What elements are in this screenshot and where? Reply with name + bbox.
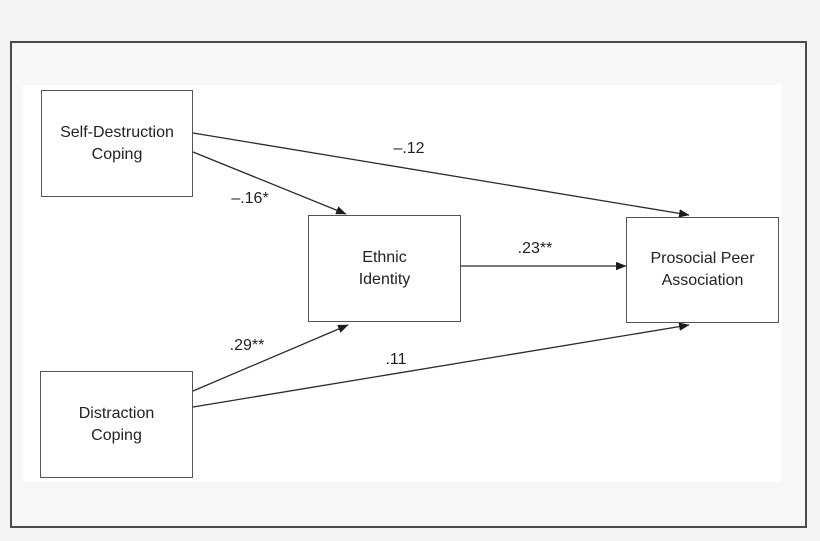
node-ethnic-identity: Ethnic Identity — [308, 215, 461, 322]
node-label-line: Ethnic — [362, 248, 407, 266]
coefficient-ethnic-to-prosocial: .23** — [517, 240, 553, 257]
node-label-line: Self-Destruction — [60, 123, 174, 141]
node-label-line: Prosocial Peer — [650, 250, 755, 267]
arrow-self-destruction-to-prosocial — [192, 132, 690, 218]
node-label-line: Association — [661, 272, 744, 289]
node-label-line: Coping — [91, 426, 142, 444]
node-self-destruction-coping: Self-Destruction Coping — [41, 90, 193, 197]
node-label-line: Identity — [358, 270, 411, 288]
coefficient-self-destruction-to-ethnic: –.16* — [231, 190, 269, 207]
node-distraction-coping: Distraction Coping — [40, 371, 193, 478]
arrow-distraction-to-prosocial — [192, 322, 690, 408]
arrow-self-destruction-to-ethnic — [192, 151, 347, 215]
node-prosocial-peer-association: Prosocial Peer Association — [626, 217, 779, 323]
node-label-line: Distraction — [78, 404, 155, 422]
node-label-line: Coping — [91, 145, 143, 163]
arrow-distraction-to-ethnic — [192, 324, 349, 392]
coefficient-distraction-to-prosocial: .11 — [385, 351, 407, 368]
coefficient-distraction-to-ethnic: .29** — [229, 337, 265, 354]
coefficient-self-destruction-to-prosocial: –.12 — [393, 140, 425, 157]
